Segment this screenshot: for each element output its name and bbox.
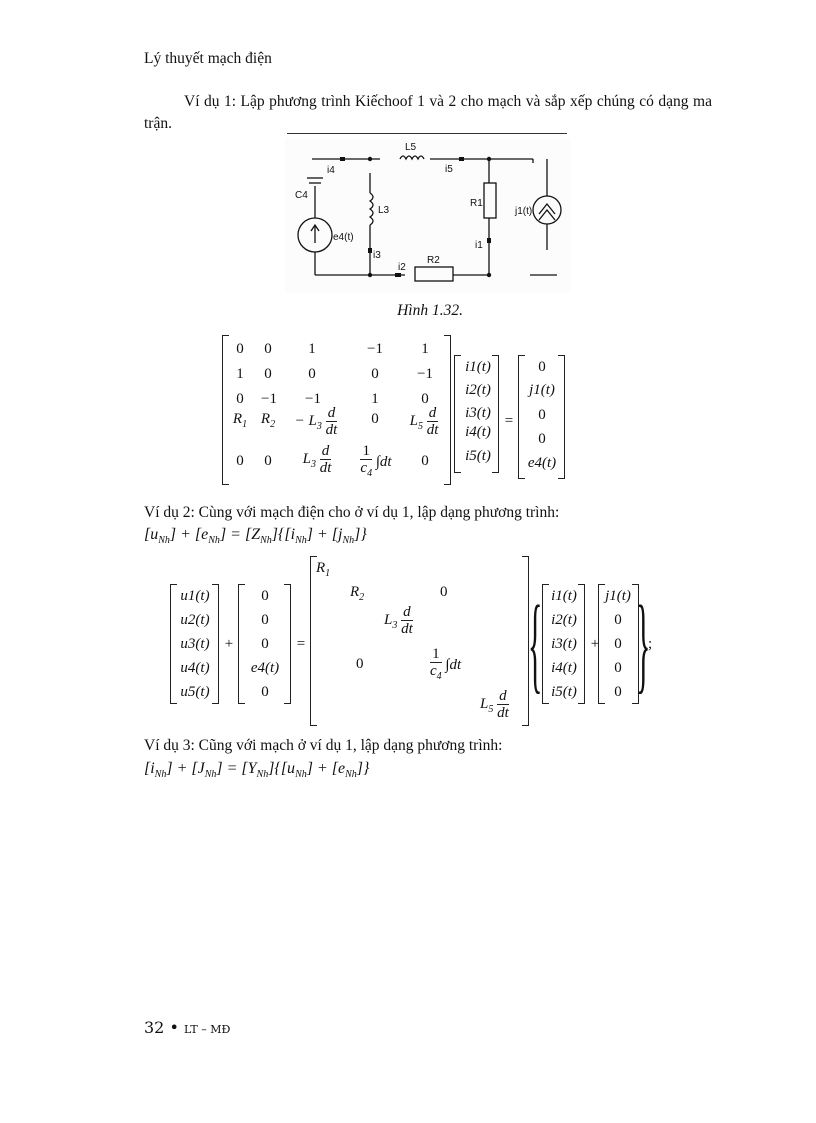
example3-text: Ví dụ 3: Cũng với mạch ở ví dụ 1, lập dạ… — [144, 737, 503, 754]
figure-caption: Hình 1.32. — [397, 302, 463, 319]
page-header: Lý thuyết mạch điện — [144, 50, 272, 67]
kirchhoff-matrix-equation: 0 0 1 −1 1 1 0 0 0 −1 0 −1 −1 1 0 R1 R2 … — [222, 335, 565, 485]
svg-text:R2: R2 — [427, 255, 440, 266]
svg-text:i3: i3 — [373, 250, 381, 261]
footer-label: LT – MĐ — [183, 1023, 231, 1036]
page-footer: 32 • LT – MĐ — [144, 1018, 230, 1037]
svg-text:C4: C4 — [295, 190, 308, 201]
footer-bullet: • — [169, 1018, 179, 1037]
svg-text:L3: L3 — [378, 205, 390, 216]
example2-text: Ví dụ 2: Cùng với mạch điện cho ở ví dụ … — [144, 504, 560, 521]
example3-general-equation: [iNh] + [JNh] = [YNh]{[uNh] + [eNh]} — [144, 760, 370, 781]
svg-text:i4: i4 — [327, 165, 335, 176]
svg-text:i1: i1 — [475, 240, 483, 251]
label-L5: L5 — [405, 142, 417, 153]
example2-general-equation: [uNh] + [eNh] = [ZNh]{[iNh] + [jNh]} — [144, 526, 367, 547]
svg-text:j1(t): j1(t) — [514, 206, 532, 217]
example1-text: Ví dụ 1: Lập phương trình Kiếchoof 1 và … — [144, 93, 712, 132]
figure-top-rule — [287, 133, 567, 134]
circuit-diagram: L5 i4 i5 C4 e4(t) L3 i3 R1 i1 j1(t) i2 R… — [285, 138, 570, 293]
page-number: 32 — [144, 1018, 165, 1037]
svg-text:i2: i2 — [398, 262, 406, 273]
impedance-matrix-equation: u1(t) u2(t) u3(t) u4(t) u5(t) + 0 0 0 e4… — [170, 556, 652, 726]
svg-text:e4(t): e4(t) — [333, 232, 354, 243]
svg-text:i5: i5 — [445, 164, 453, 175]
svg-text:R1: R1 — [470, 198, 483, 209]
